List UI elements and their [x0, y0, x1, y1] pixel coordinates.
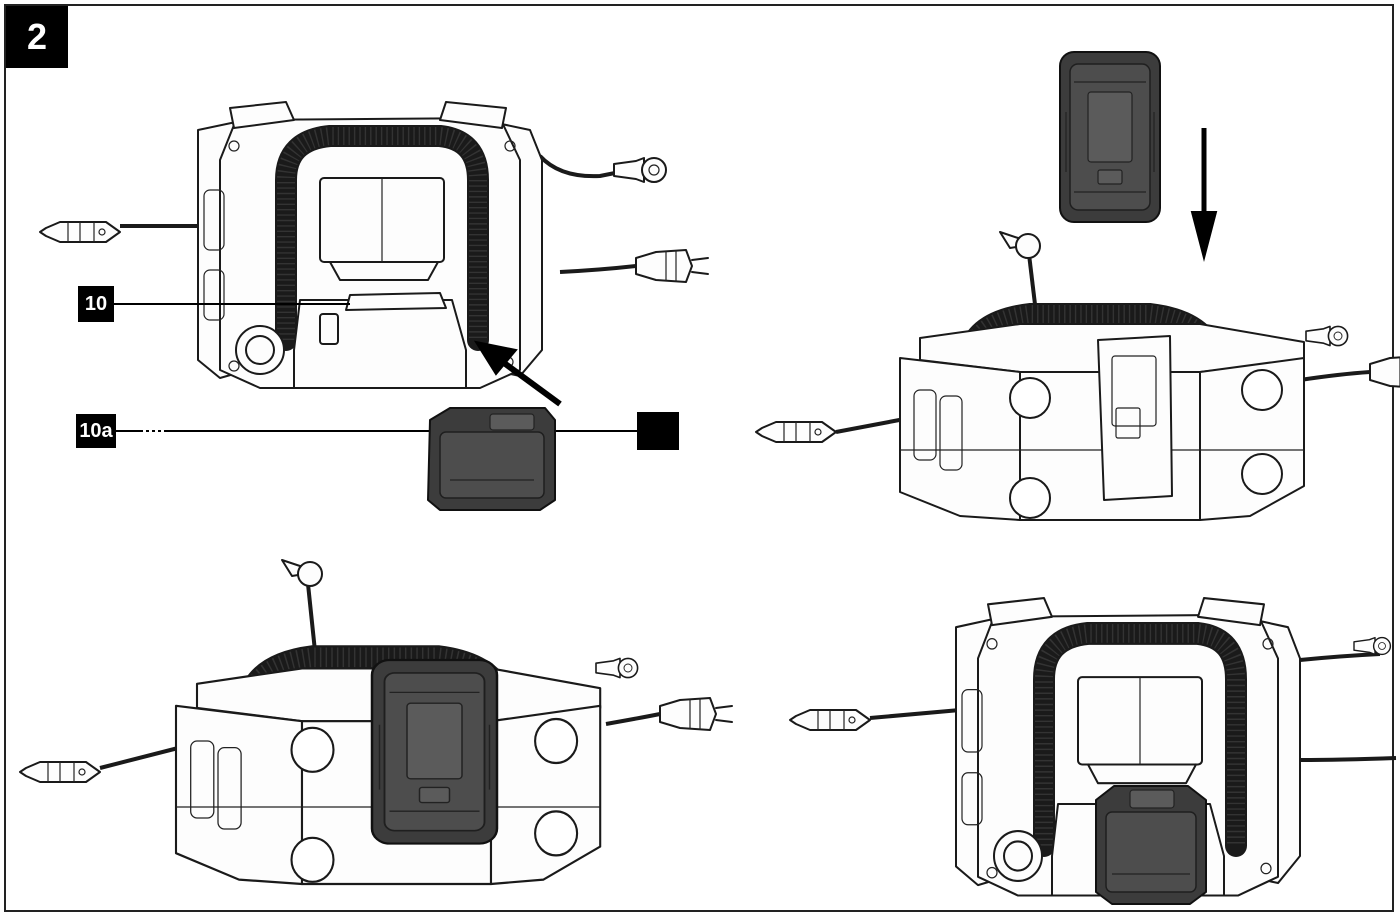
callout-label-10: 10 [78, 286, 114, 322]
cigarette-plug-icon [789, 709, 871, 731]
mains-plug-icon [635, 249, 709, 283]
valve-connector-icon [1305, 325, 1349, 347]
callout-label-10a: 10a [76, 414, 116, 448]
panel-battery-inserted-rear [19, 559, 733, 884]
valve-connector-icon [999, 231, 1041, 259]
mains-plug-icon [1369, 355, 1400, 389]
battery-pack-inserted-icon [370, 658, 499, 845]
insert-down-arrow-icon [1190, 128, 1218, 262]
mains-plug-icon [659, 697, 733, 731]
valve-connector-icon [595, 657, 639, 679]
removal-arrow-icon [473, 340, 562, 407]
battery-pack-inserted-icon [1095, 785, 1207, 905]
battery-pack-icon [1059, 51, 1161, 223]
cigarette-plug-icon [39, 221, 121, 243]
figure-number-badge: 2 [6, 6, 68, 68]
callout-label-blank [637, 412, 679, 450]
charger-pack-icon [427, 407, 556, 511]
valve-connector-icon [281, 559, 323, 587]
valve-connector-icon [613, 157, 667, 183]
panel-battery-insert-top [755, 51, 1400, 520]
valve-connector-icon [1353, 636, 1392, 656]
panel-battery-inserted-front [789, 598, 1397, 905]
cigarette-plug-icon [755, 421, 837, 443]
cigarette-plug-icon [19, 761, 101, 783]
panel-charger-removal [39, 102, 709, 511]
